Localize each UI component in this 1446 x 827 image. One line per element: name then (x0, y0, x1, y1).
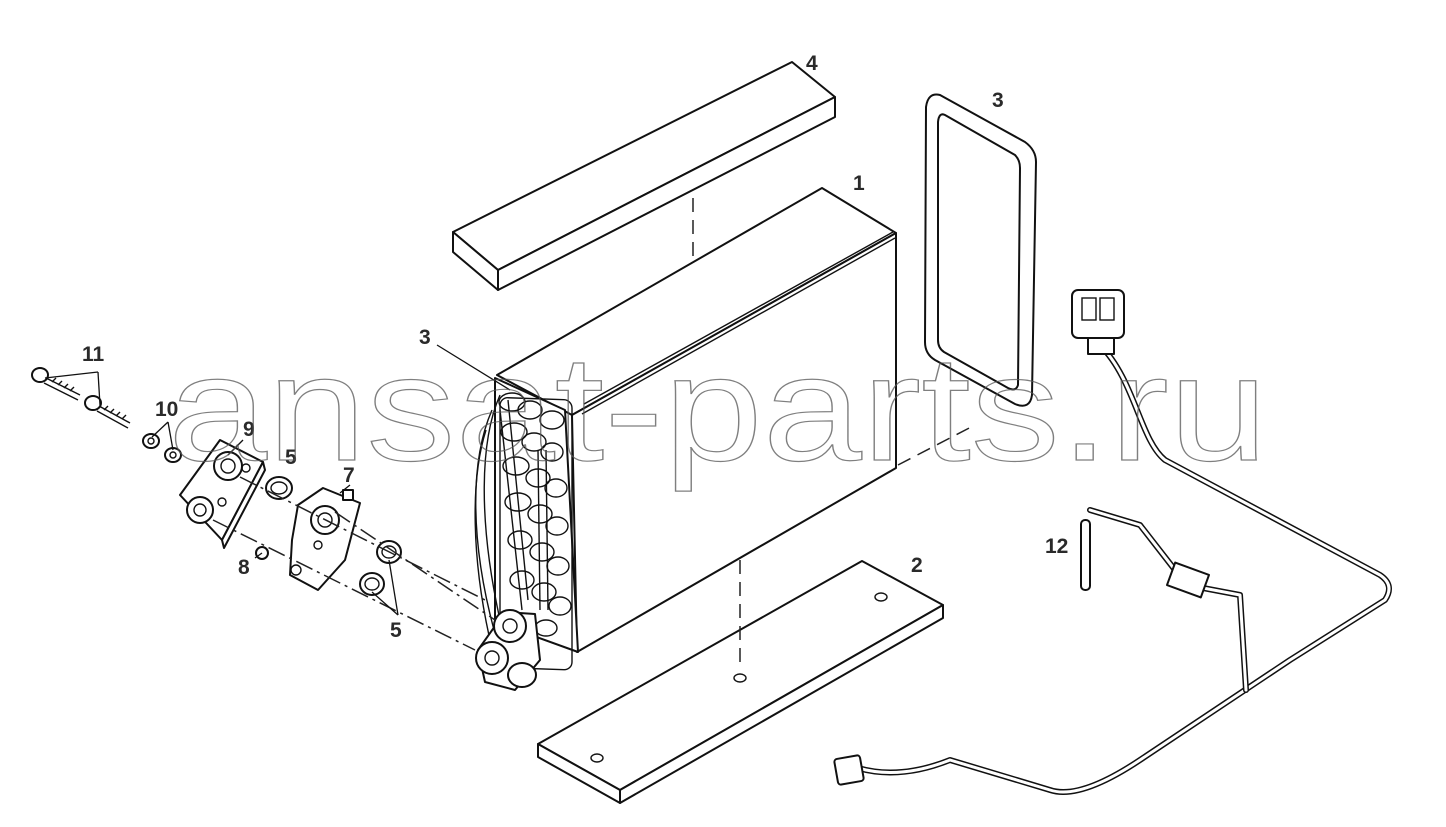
bottom-seal-pad (537, 560, 944, 804)
evaporator-core (474, 377, 579, 691)
callout-12: 12 (1045, 535, 1068, 558)
callout-4: 4 (806, 52, 818, 75)
callout-9: 9 (243, 418, 255, 441)
callout-11: 11 (82, 343, 105, 366)
callout-10: 10 (155, 398, 178, 421)
callout-1: 1 (853, 172, 865, 195)
evaporator-housing (496, 187, 897, 653)
watermark-text: ansat-parts.ru (168, 324, 1268, 492)
o-ring-lower-b (359, 572, 385, 596)
assembly-line-gasket (897, 424, 976, 466)
leader-lines (44, 344, 511, 616)
expansion-valve (289, 487, 361, 591)
fitting-assembly-lines (212, 476, 496, 651)
screws (31, 367, 131, 429)
harness-connector-bottom (833, 754, 865, 786)
harness-connector-top (1071, 289, 1125, 355)
gasket-frame-right (924, 93, 1037, 407)
callout-8: 8 (238, 556, 250, 579)
callout-5-upper: 5 (285, 446, 297, 469)
callout-2: 2 (911, 554, 923, 577)
evaporator-fitting-block (475, 609, 541, 691)
callout-5-lower: 5 (390, 619, 402, 642)
top-seal-pad (452, 61, 836, 291)
callout-3-gasket: 3 (992, 89, 1004, 112)
callout-3-core: 3 (419, 326, 431, 349)
temperature-sensor-harness (833, 289, 1392, 795)
callout-7: 7 (343, 464, 355, 487)
